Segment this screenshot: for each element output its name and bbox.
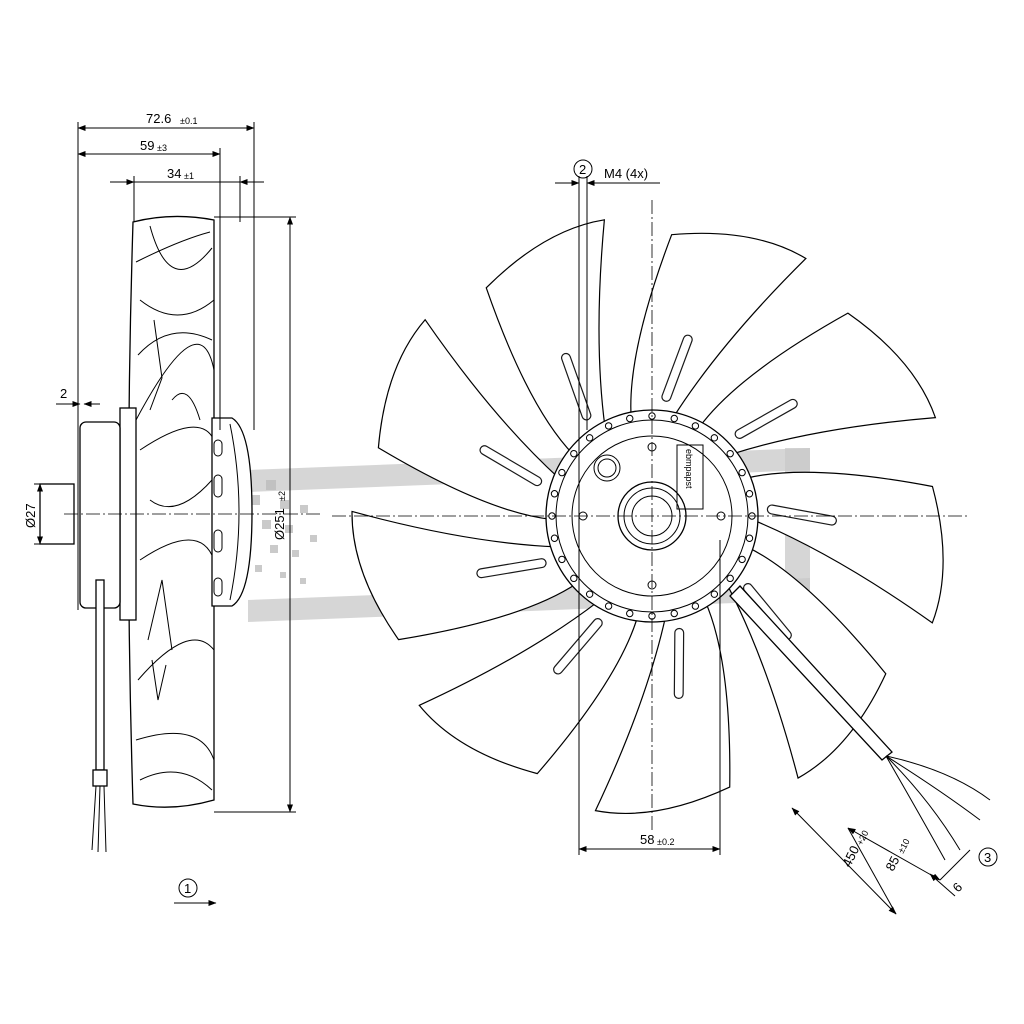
dim-fan-dia-tol: ±2 — [277, 491, 287, 501]
dim-overall-depth: 72.6 — [146, 111, 171, 126]
hub-slot — [570, 574, 578, 583]
hub-slot — [670, 414, 678, 423]
dim-mount-screws: M4 (4x) — [604, 166, 648, 181]
blade-rib-fill — [554, 619, 602, 674]
fan-blade — [351, 510, 579, 641]
hub-slot — [670, 609, 678, 618]
hub-slot — [726, 574, 734, 583]
dim-hole-spacing: 58 — [640, 832, 654, 847]
hub-slot — [648, 412, 656, 420]
callout-1: 1 — [184, 881, 191, 896]
dim-strip-length-tol: ±10 — [896, 837, 912, 855]
hub-slot — [604, 602, 613, 610]
blade-rib-fill — [744, 584, 791, 639]
hub-slot — [710, 590, 719, 598]
callout-circle-2 — [573, 159, 593, 179]
hub-slot — [570, 449, 578, 458]
hub-slot — [745, 490, 754, 498]
callout-circle-3 — [978, 847, 998, 867]
nameplate: ebmpapst — [676, 444, 704, 510]
blade-rib-fill — [662, 335, 692, 401]
hub-slot — [558, 468, 566, 477]
dim-flange: 2 — [60, 386, 67, 401]
blade-rib-fill — [768, 505, 836, 525]
brand-label: ebmpapst — [684, 449, 694, 489]
side-view — [39, 215, 320, 853]
hub-slot — [626, 609, 634, 618]
hub-slot — [738, 468, 746, 477]
hub-slot — [604, 422, 613, 430]
hub-slot — [738, 555, 746, 564]
hub-slot — [558, 555, 566, 564]
dimension-labels: 72.6 ±0.1 59 ±3 34 ±1 2 Ø27 Ø251 ±2 M4 (… — [23, 111, 965, 895]
blade-rib-fill — [477, 559, 546, 578]
hub-slot — [745, 534, 754, 542]
callout-2: 2 — [579, 162, 586, 177]
front-dimensions — [555, 176, 971, 915]
fan-blade — [594, 600, 731, 815]
hub-slot — [691, 422, 700, 430]
hub-slot — [726, 449, 734, 458]
blade-rib-fill — [674, 629, 684, 698]
dim-blade-depth-tol: ±3 — [157, 143, 167, 153]
front-view: ebmpapst — [332, 200, 991, 861]
blade-rib-fill — [562, 354, 591, 420]
side-dimensions — [34, 122, 296, 813]
dim-hole-spacing-tol: ±0.2 — [657, 837, 674, 847]
blade-rib-fill — [735, 400, 797, 438]
dim-shaft-dia: Ø27 — [23, 503, 38, 528]
dim-cable-length-tol: +20 — [855, 829, 871, 847]
dim-blade-depth: 59 — [140, 138, 154, 153]
dim-strip-length: 85 — [882, 854, 902, 874]
callout-circle-1 — [178, 878, 198, 898]
hub-slot — [550, 534, 559, 542]
hub-cooling-slots — [548, 412, 756, 620]
hub-slot — [691, 602, 700, 610]
dim-overall-depth-tol: ±0.1 — [180, 116, 197, 126]
hub-slot — [550, 490, 559, 498]
hub-slot — [626, 414, 634, 423]
hub-slot — [710, 434, 719, 442]
hub-slot — [585, 590, 594, 598]
dim-rotor-depth: 34 — [167, 166, 181, 181]
dim-rotor-depth-tol: ±1 — [184, 171, 194, 181]
dim-fan-dia: Ø251 — [272, 508, 287, 540]
blade-rib-fill — [480, 446, 541, 485]
hub-slot — [585, 434, 594, 442]
callout-3: 3 — [984, 850, 991, 865]
callouts: 1 2 3 — [174, 159, 998, 906]
